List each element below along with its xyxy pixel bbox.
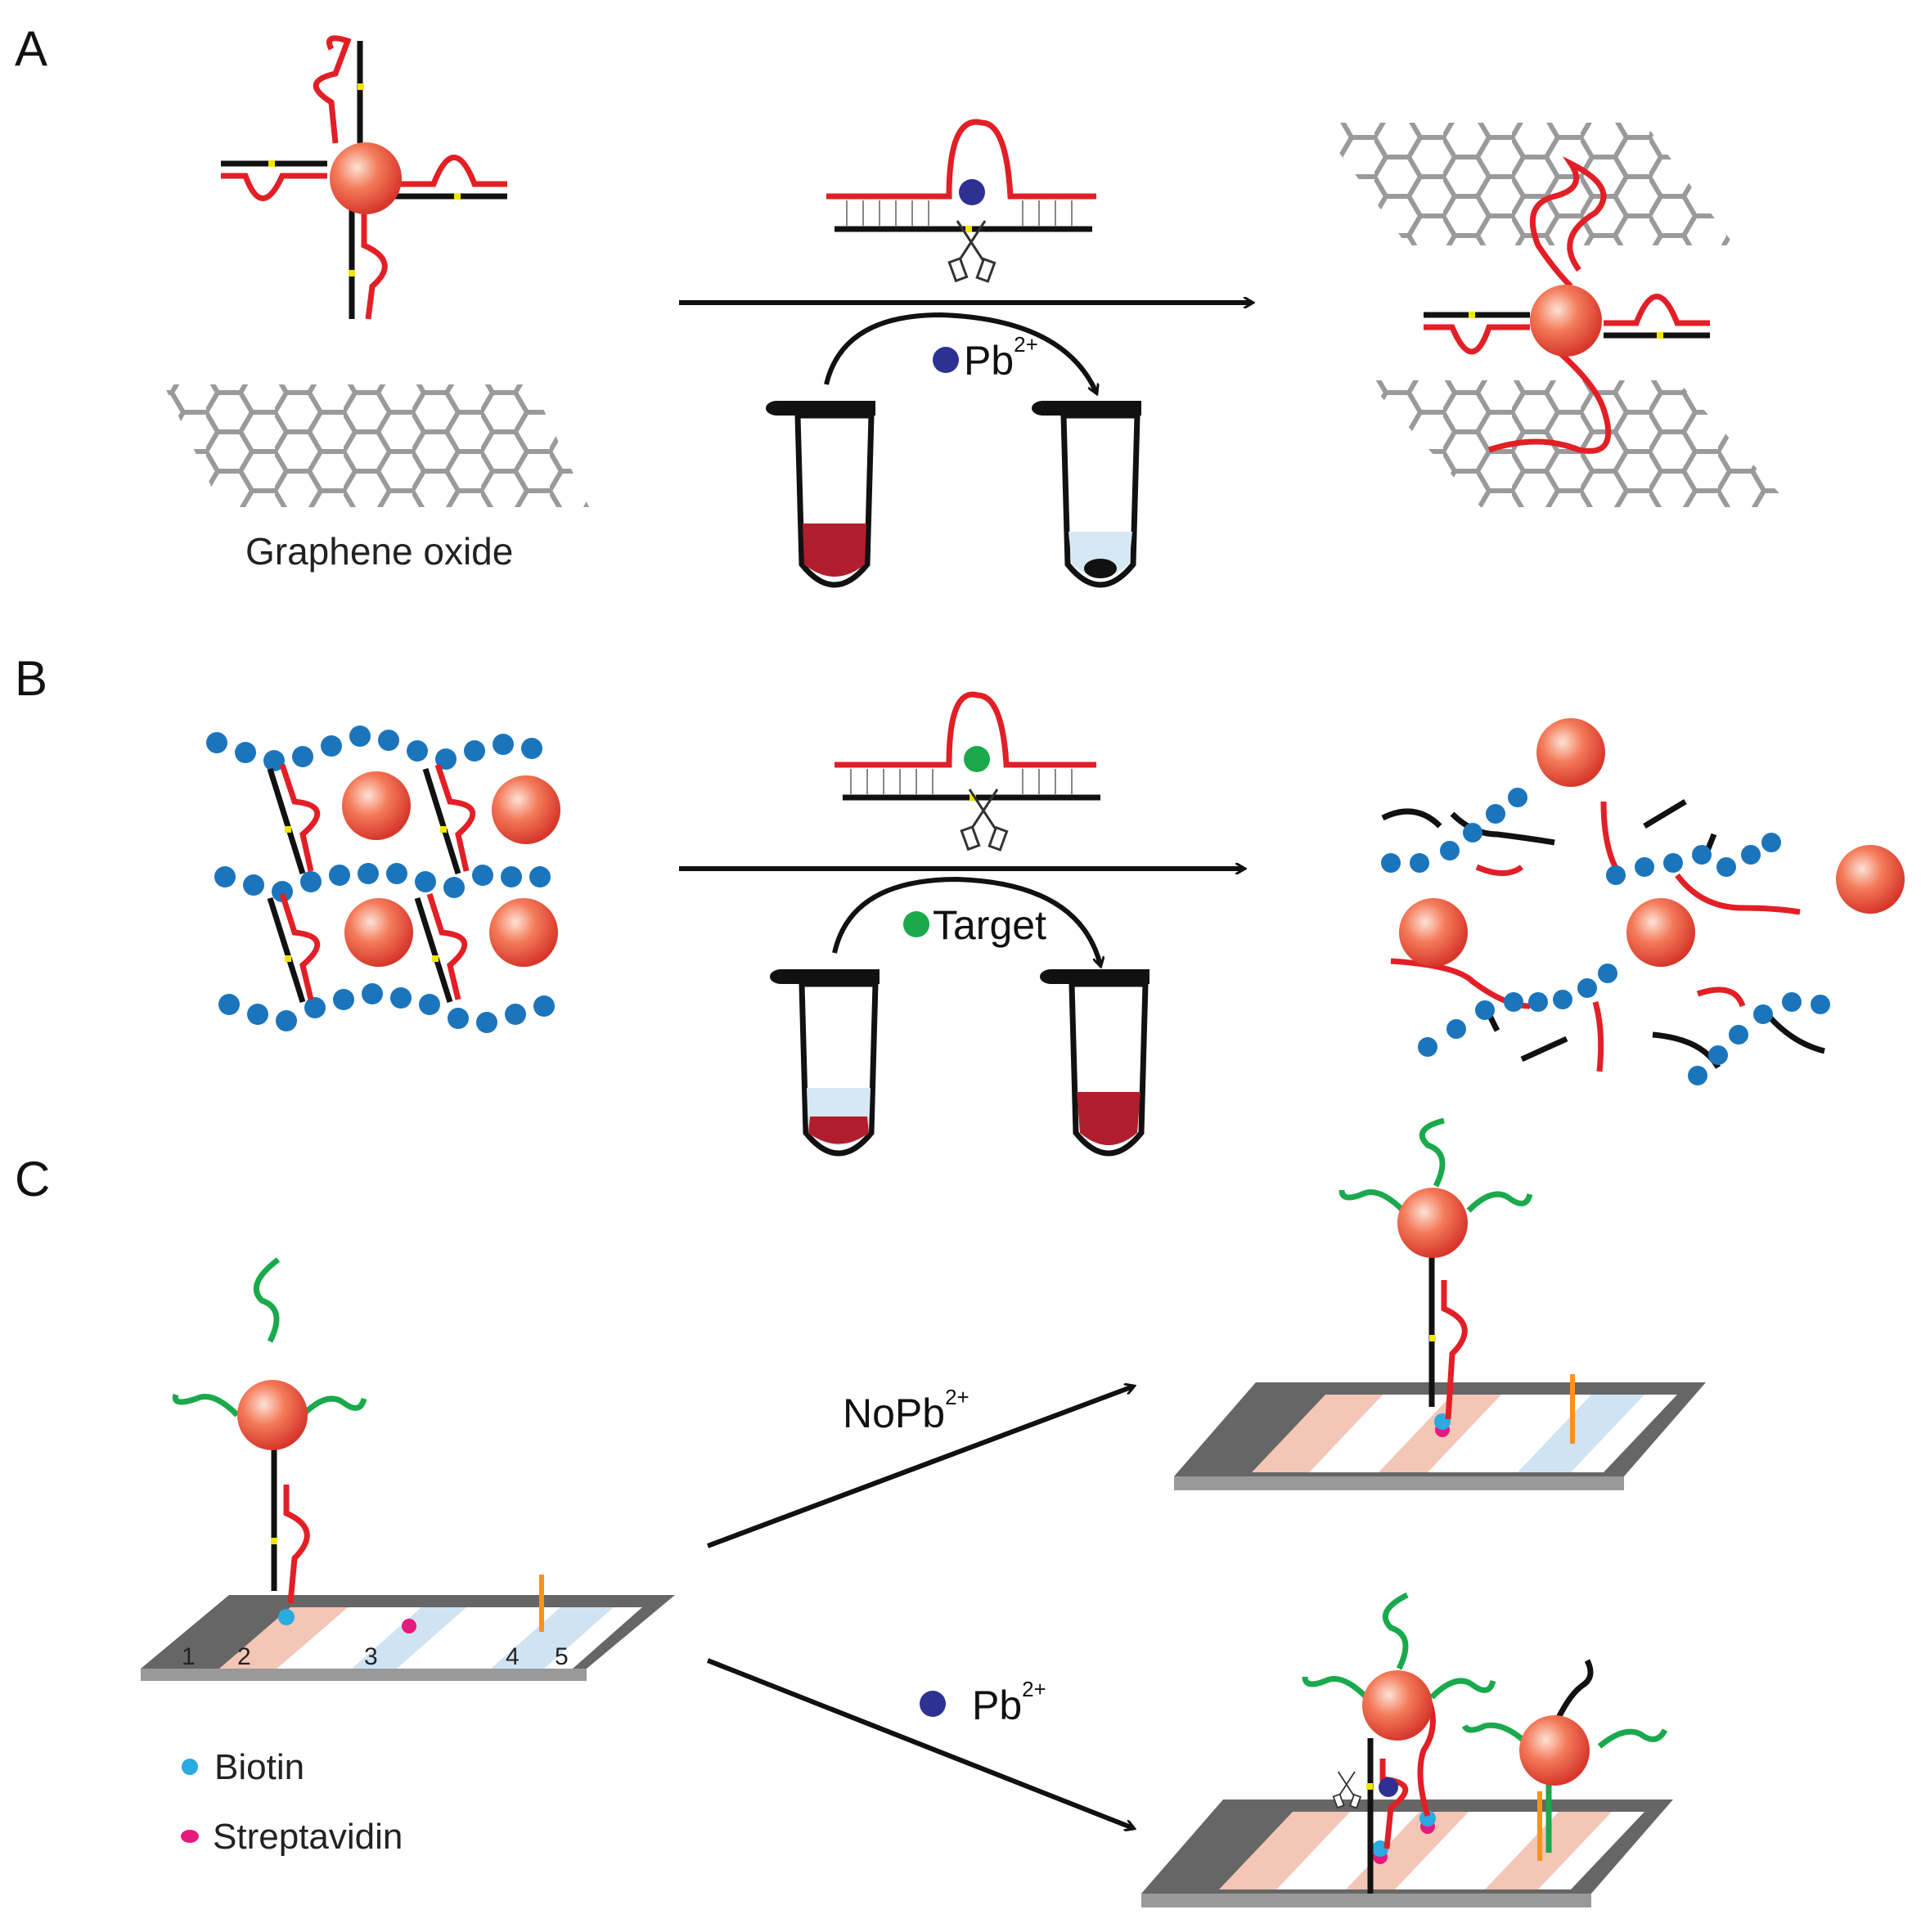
reaction-arrow-no-pb: [706, 1386, 1133, 1548]
dnazyme-complex: [826, 119, 1096, 283]
streptavidin-dot: [402, 1619, 416, 1633]
zone-number-4: 4: [506, 1643, 520, 1670]
test-strip-icon: [1174, 1374, 1706, 1490]
dispersed-network: [1381, 788, 1830, 1085]
curved-arrow: [824, 312, 1096, 393]
gold-nanoparticle-icon: [221, 35, 507, 320]
pb-ion-icon: [933, 347, 959, 373]
pb-ion-icon: [920, 1691, 946, 1717]
panel-a: A Graphene oxide: [15, 21, 1792, 585]
no-pb-label: NoPb2+: [843, 1385, 969, 1436]
graphene-sheet-icon: [164, 384, 589, 507]
curved-arrow: [832, 876, 1100, 965]
dnazyme-complex: [835, 691, 1100, 851]
legend-biotin-marker: [182, 1759, 198, 1775]
pb-ion-icon: [959, 179, 985, 205]
legend-streptavidin-label: Streptavidin: [213, 1817, 403, 1857]
pb-ion-icon: [1379, 1777, 1398, 1797]
gold-nanoparticle-icon: [1338, 1117, 1533, 1420]
microtube-icon: [1032, 401, 1141, 585]
biotin-dot: [1419, 1810, 1436, 1826]
zone-number-2: 2: [237, 1643, 251, 1670]
gold-nanoparticle-icon: [1424, 155, 1710, 454]
microtube-icon: [1040, 969, 1149, 1153]
gold-nanoparticle-icon: [342, 771, 560, 967]
target-icon: [964, 746, 990, 772]
gold-nanoparticle-icon: [1461, 1659, 1668, 1853]
microtube-icon: [770, 969, 880, 1153]
gold-nanoparticle-icon: [1302, 1592, 1496, 1894]
zone-number-3: 3: [364, 1643, 378, 1670]
gold-nanoparticle-icon: [1399, 718, 1905, 967]
pb-label-c: Pb2+: [972, 1677, 1046, 1728]
legend-biotin-label: Biotin: [214, 1747, 304, 1787]
panel-b-label: B: [15, 651, 47, 706]
target-label: Target: [933, 902, 1046, 948]
panel-c: C 1 2 3 4 5: [15, 1117, 1706, 1907]
graphene-sheet-icon: [1317, 123, 1792, 507]
panel-b: B: [15, 651, 1905, 1153]
panel-a-label: A: [15, 21, 47, 76]
gold-nanoparticle-icon: [172, 1257, 367, 1604]
pb-label: Pb2+: [964, 332, 1038, 384]
zone-number-5: 5: [555, 1643, 569, 1670]
dna-crosslinkers: [267, 763, 476, 1004]
target-icon: [903, 911, 929, 937]
zone-number-1: 1: [182, 1643, 196, 1670]
microtube-icon: [766, 401, 875, 585]
test-strip-icon: 1 2 3 4 5: [141, 1575, 675, 1681]
legend: Biotin Streptavidin: [181, 1747, 403, 1857]
graphene-caption: Graphene oxide: [245, 530, 513, 573]
biotin-dot: [278, 1609, 295, 1625]
panel-c-label: C: [15, 1152, 50, 1206]
reaction-arrow-pb: [706, 1658, 1133, 1828]
test-strip-icon: [1141, 1791, 1673, 1907]
legend-streptavidin-marker: [181, 1830, 199, 1843]
crosslinked-network: [206, 726, 555, 1033]
